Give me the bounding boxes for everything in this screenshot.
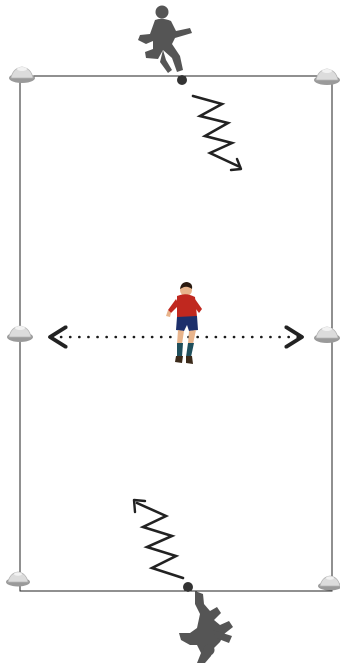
playing-area: [20, 76, 332, 591]
cone-middle-left: [7, 326, 33, 342]
cone-middle-right: [314, 327, 340, 343]
cone-bottom-left: [6, 572, 30, 587]
cone-bottom-right: [318, 576, 340, 591]
dribble-bottom-arrow: [137, 503, 183, 578]
attacker-bottom-icon: [179, 591, 233, 663]
ball-bottom-icon: [183, 582, 193, 592]
defender-icon: [166, 282, 202, 364]
cone-top-left: [9, 67, 35, 83]
dribble-top-arrow: [193, 96, 240, 167]
ball-top-icon: [177, 75, 187, 85]
attacker-top-icon: [138, 6, 192, 74]
cone-top-right: [314, 69, 340, 85]
